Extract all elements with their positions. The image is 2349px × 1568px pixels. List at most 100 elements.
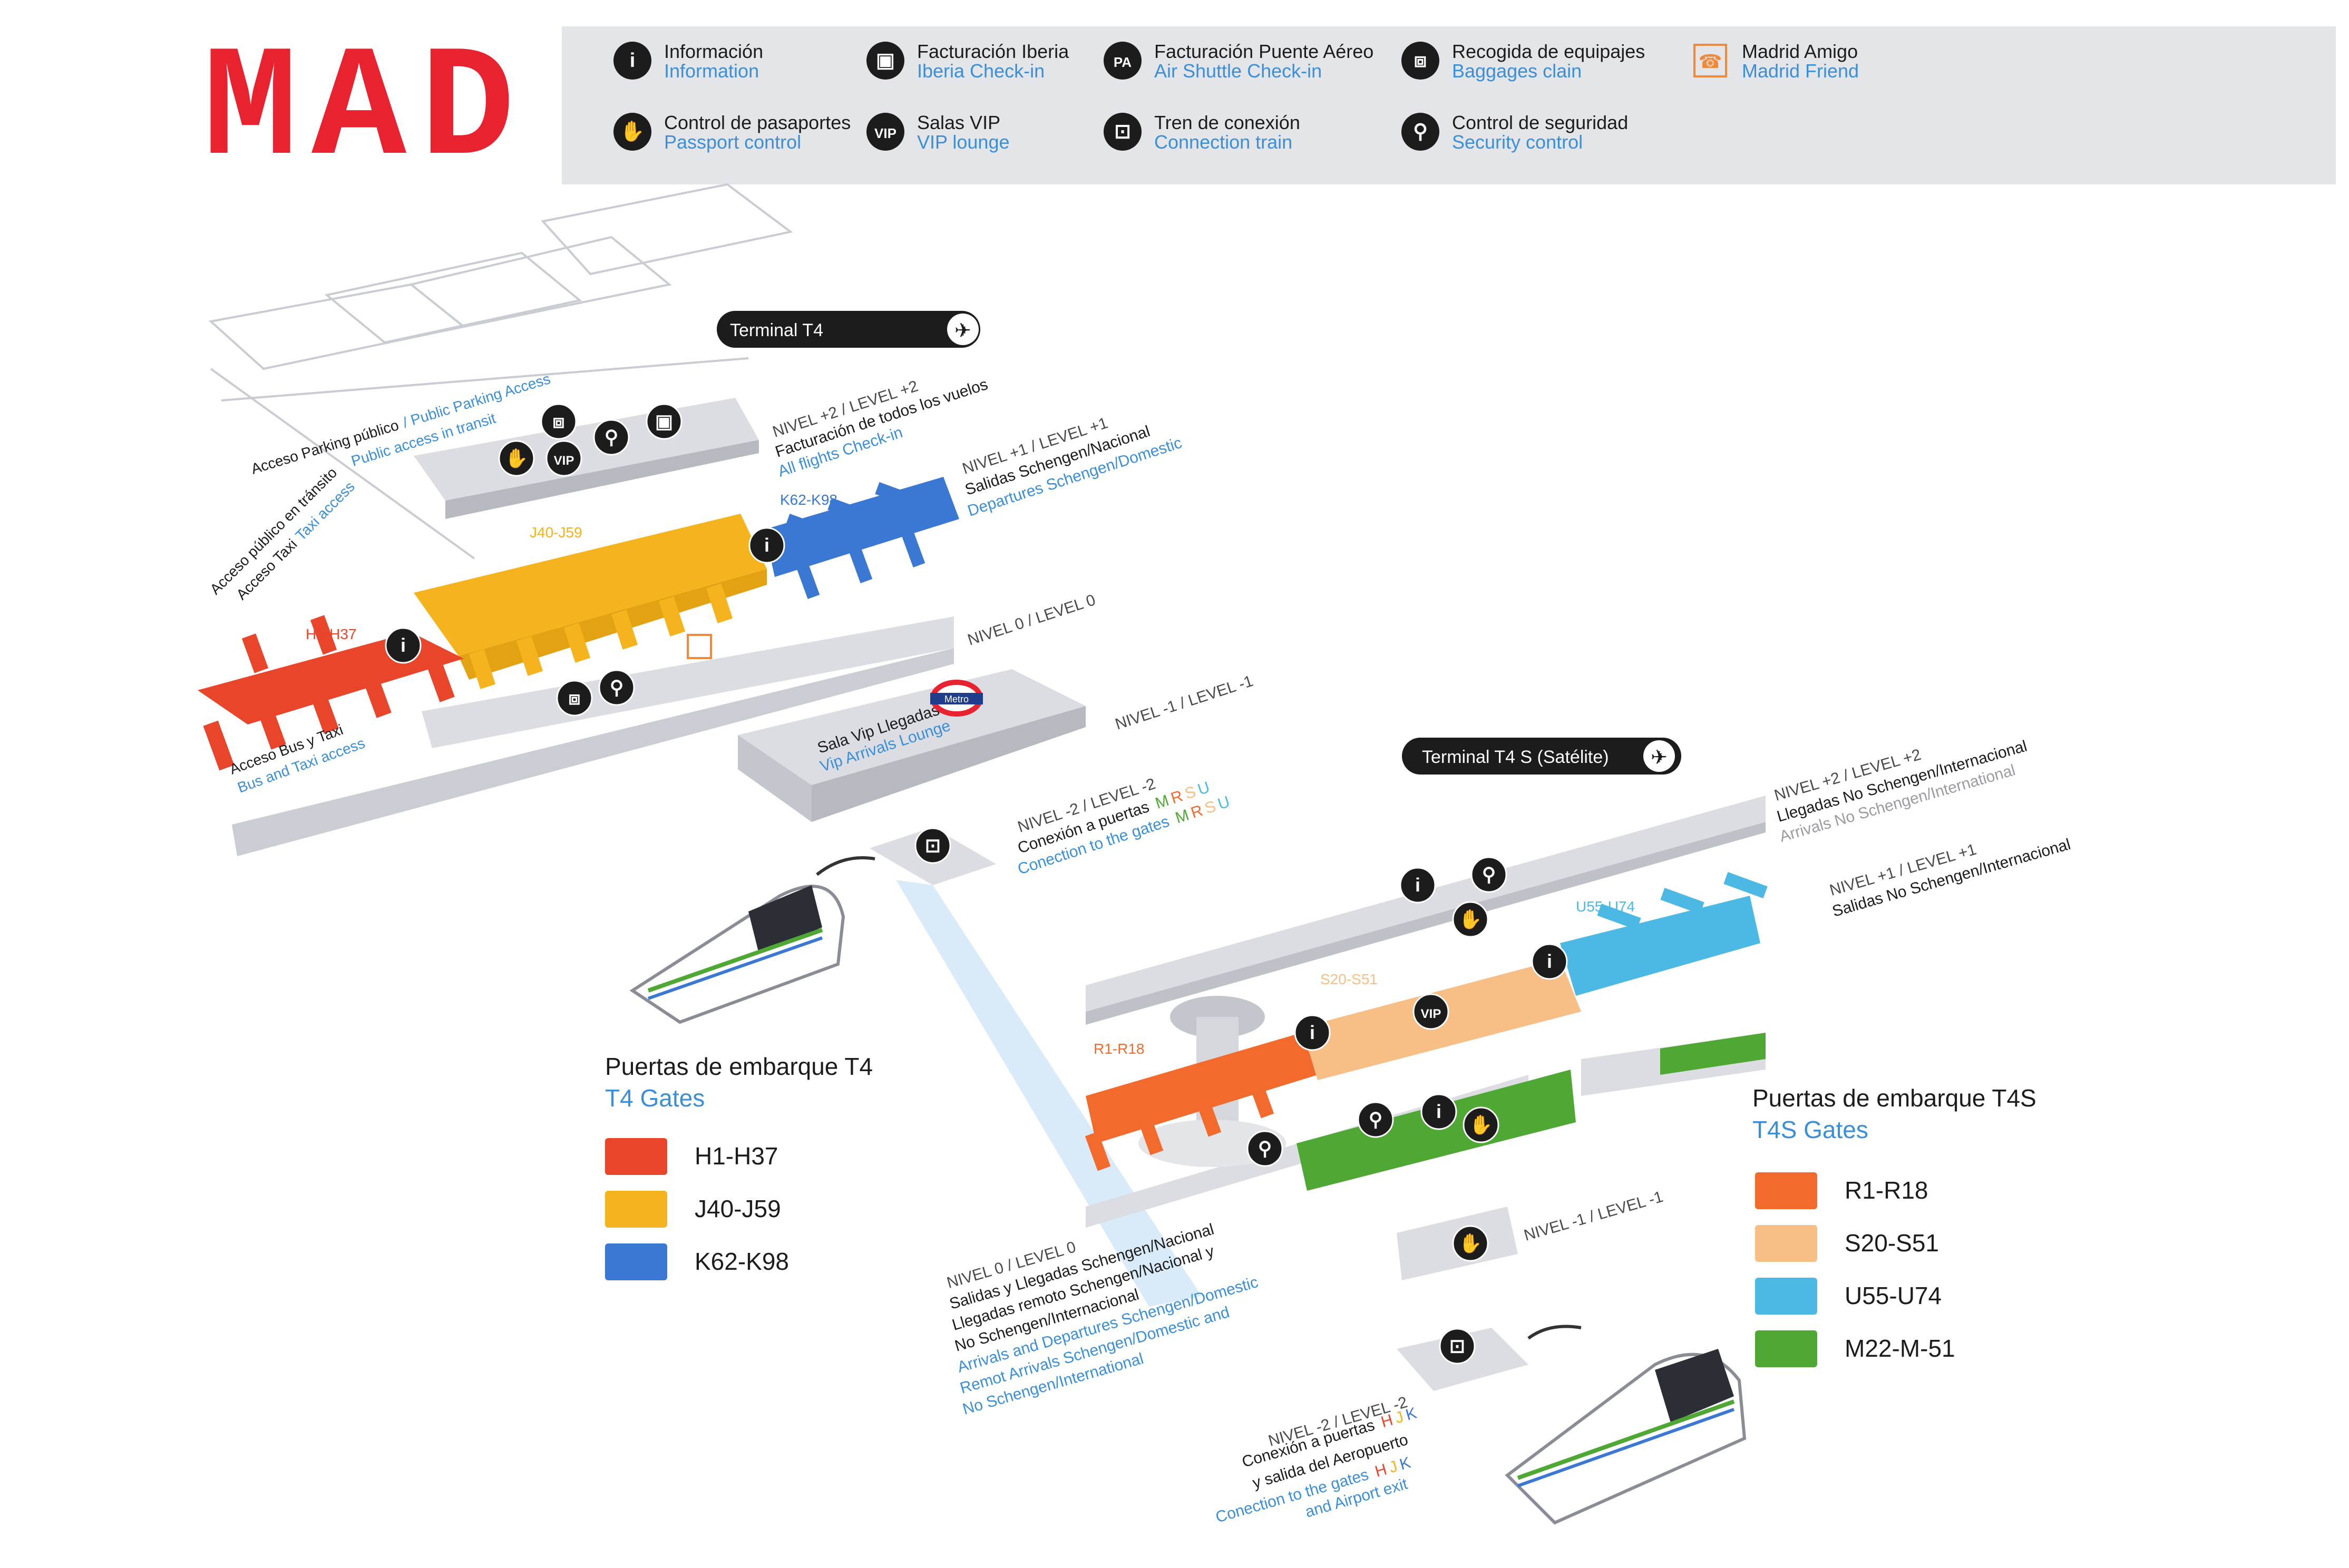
legend-symbol: ▣ [876, 50, 895, 72]
madrid-friend-icon [1693, 44, 1727, 77]
legend-label-es: Tren de conexión [1154, 112, 1300, 133]
t4s-badge-text: Terminal T4 S (Satélite) [1422, 747, 1609, 767]
passport-control-icon [613, 113, 651, 151]
legend-label-en: VIP lounge [917, 131, 1009, 153]
legend-symbol: ⚲ [1413, 121, 1428, 143]
t4s-gates-legend: Puertas de embarque T4S T4S Gates R1-R18… [1752, 1084, 2036, 1367]
t4s-gates-r-zone [1086, 1033, 1318, 1143]
svg-text:⚲: ⚲ [1369, 1109, 1382, 1130]
t4-gates-title-es: Puertas de embarque T4 [605, 1053, 873, 1080]
gate-label: M22-M-51 [1845, 1335, 1955, 1362]
gate-swatch [1755, 1225, 1817, 1262]
gate-legend-row: K62-K98 [605, 1243, 789, 1280]
legend-label-es: Salas VIP [917, 112, 1000, 133]
legend-symbol: i [630, 50, 636, 72]
svg-text:⚲: ⚲ [610, 677, 623, 698]
gate-swatch [1755, 1278, 1817, 1315]
gate-letter: U [1196, 779, 1212, 799]
info-icon: i [1399, 867, 1436, 904]
t4s-gates-r-piers [1085, 1079, 1274, 1171]
map-label-h: H1-H37 [306, 626, 356, 642]
svg-text:VIP: VIP [1421, 1007, 1441, 1021]
gate-letter: H [1373, 1461, 1389, 1481]
legend-label-en: Information [664, 60, 759, 82]
t4-gates-title-en: T4 Gates [605, 1084, 705, 1112]
t4-gates-legend: Puertas de embarque T4 T4 Gates H1-H37J4… [605, 1053, 873, 1280]
connection-train-icon: ⊡ [914, 827, 951, 864]
t4-gates-j-zone [414, 514, 767, 656]
plane-icon: ✈ [1651, 747, 1668, 769]
svg-text:i: i [764, 534, 769, 556]
legend-symbol: VIP [874, 125, 896, 141]
baggage-claim-icon [1401, 42, 1439, 80]
svg-text:⧈: ⧈ [553, 410, 565, 432]
iberia-checkin-icon [866, 42, 904, 80]
legend-label-es: Madrid Amigo [1742, 41, 1858, 62]
legend-label-es: Facturación Iberia [917, 41, 1069, 62]
passport-control-icon: ✋ [1463, 1106, 1499, 1143]
gate-letter: J [1387, 1458, 1400, 1477]
legend-symbol: ✋ [620, 120, 645, 143]
gate-letter: S [1203, 798, 1218, 818]
t4-gates-j-piers [469, 583, 733, 689]
iberia-checkin-icon: ▣ [646, 403, 683, 440]
gate-letter: K [1398, 1454, 1412, 1473]
gate-label: J40-J59 [695, 1195, 781, 1222]
security-control-icon: ⚲ [1246, 1130, 1283, 1167]
svg-text:✋: ✋ [1459, 908, 1483, 930]
legend-symbol: ☎ [1699, 51, 1722, 72]
passport-control-icon: ✋ [1452, 901, 1489, 938]
gate-label: U55-U74 [1845, 1282, 1942, 1309]
plane-icon: ✈ [954, 320, 971, 342]
security-control-icon: ⚲ [593, 419, 630, 456]
passport-control-icon: ✋ [1452, 1225, 1489, 1262]
gate-legend-row: R1-R18 [1755, 1172, 1928, 1209]
legend-label-es: Control de seguridad [1452, 112, 1628, 133]
gate-legend-row: S20-S51 [1755, 1225, 1939, 1262]
t4s-badge: Terminal T4 S (Satélite) ✈ [1402, 738, 1681, 775]
info-icon: i [1531, 943, 1568, 980]
madrid-friend-icon [687, 634, 712, 659]
t4s-gates-u-zone [1560, 896, 1760, 996]
legend-label-es: Recogida de equipajes [1452, 41, 1645, 62]
gate-swatch [1755, 1330, 1817, 1367]
t4-badge: Terminal T4 ✈ [717, 311, 980, 348]
gate-label: K62-K98 [695, 1248, 789, 1275]
legend-symbol: ⧈ [1414, 50, 1427, 72]
parking-outlines [208, 183, 793, 560]
gate-swatch [605, 1138, 667, 1175]
security-control-icon: ⚲ [598, 669, 635, 706]
t4-badge-text: Terminal T4 [730, 320, 823, 340]
t4-level-0: NIVEL 0 / LEVEL 0 [966, 591, 1098, 649]
t4-level-minus1-slab [738, 669, 1086, 785]
passport-control-icon: ✋ [498, 440, 535, 477]
map-label-r: R1-R18 [1094, 1041, 1144, 1057]
svg-text:⚲: ⚲ [1258, 1138, 1272, 1159]
gate-letter: M [1173, 806, 1191, 827]
t4-gates-k-piers [785, 482, 925, 599]
gate-letter: K [1404, 1404, 1419, 1424]
legend-label-es: Control de pasaportes [664, 112, 851, 133]
vip-lounge-icon: VIP [545, 440, 582, 477]
gate-letter: R [1189, 802, 1205, 822]
legend-label-en: Connection train [1154, 131, 1292, 153]
svg-text:✋: ✋ [505, 447, 529, 469]
legend-panel [562, 26, 2336, 184]
t4s-gates-m-zone [1297, 1070, 1576, 1191]
security-control-icon [1401, 113, 1439, 151]
svg-text:⧈: ⧈ [569, 687, 581, 709]
svg-text:⊡: ⊡ [1449, 1335, 1465, 1357]
legend-label-en: Madrid Friend [1742, 60, 1859, 82]
mad-logo: MAD [203, 22, 529, 201]
t4s-level-plus2-slab [1086, 796, 1766, 1012]
train-t4 [629, 856, 875, 1024]
gate-letter: R [1169, 787, 1185, 807]
